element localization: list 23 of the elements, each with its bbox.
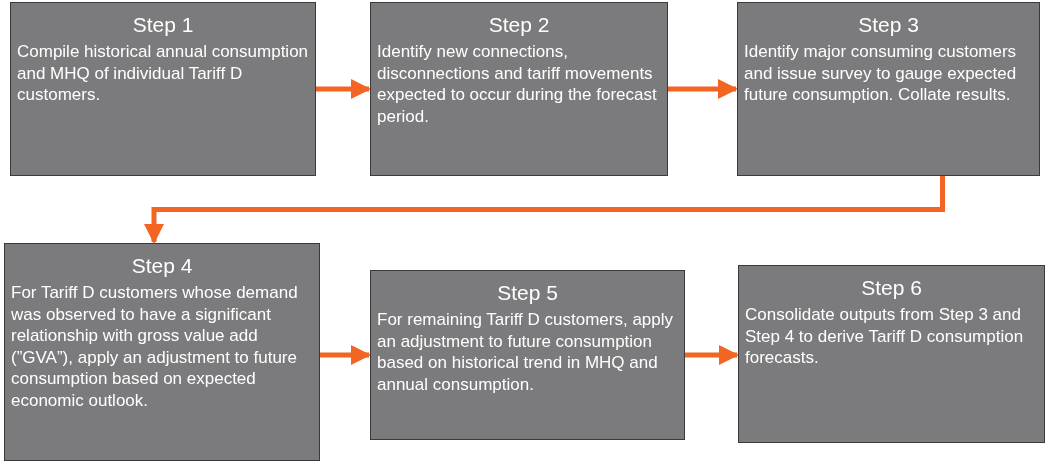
step-heading: Step 6 (860, 276, 923, 300)
step-box (370, 2, 668, 176)
arrow (144, 176, 945, 244)
step-box (738, 265, 1045, 443)
step-description: Consolidate outputs from Step 3 and Step 4 to derive Tariff D consumption forecasts. (745, 304, 1025, 369)
arrow (668, 79, 738, 99)
step-box (737, 2, 1040, 176)
step-box (10, 2, 316, 176)
step-heading: Step 5 (496, 281, 559, 305)
step-heading: Step 1 (131, 13, 195, 37)
step-description: For remaining Tariff D customers, apply an adjustment to future consumption based on historical trend in MHQ and annual consumption. (377, 309, 675, 395)
arrow (320, 345, 371, 365)
step-heading: Step 4 (130, 254, 194, 278)
step-box (370, 270, 685, 440)
step-heading: Step 2 (487, 13, 551, 37)
step-description: For Tariff D customers whose demand was observed to have a significant relationship with gross value add (”GVA”), apply an adjustment to future consumption based on expected economic outlook. (11, 282, 299, 411)
step-heading: Step 3 (857, 13, 920, 37)
step-box (4, 243, 320, 461)
arrow (685, 345, 739, 365)
arrow (316, 79, 371, 99)
step-description: Identify new connections, disconnections and tariff movements expected to occur during the forecast period. (377, 41, 658, 127)
step-description: Compile historical annual consumption and MHQ of individual Tariff D customers. (17, 41, 309, 106)
step-description: Identify major consuming customers and issue survey to gauge expected future consumption. Collate results. (744, 41, 1018, 106)
